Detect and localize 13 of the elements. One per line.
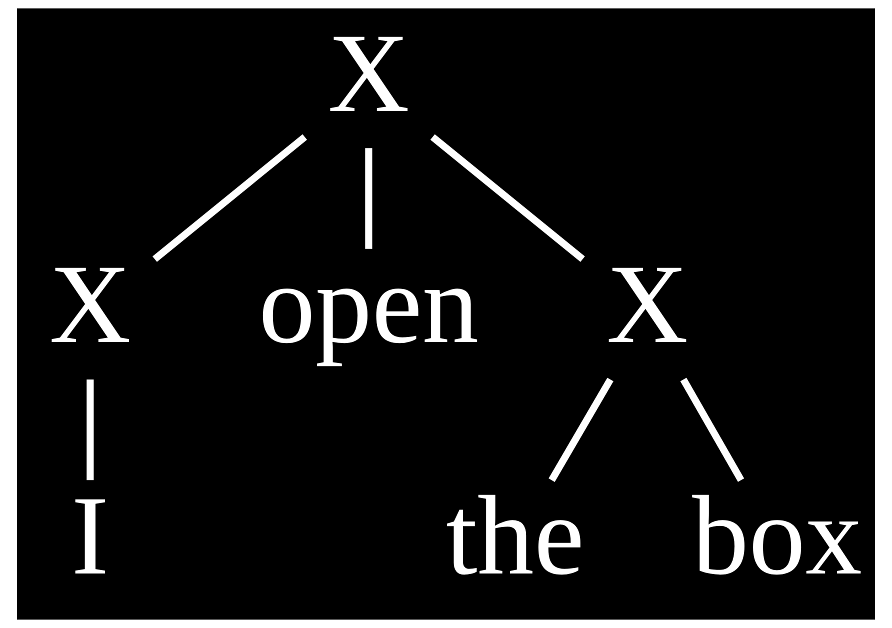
connector bbox=[365, 148, 372, 249]
node-text: X bbox=[606, 241, 688, 368]
node-text: box bbox=[692, 472, 862, 598]
node-text: the bbox=[446, 472, 584, 598]
node-text: open bbox=[258, 241, 479, 368]
connector bbox=[548, 378, 614, 482]
connector bbox=[86, 379, 94, 480]
connector bbox=[430, 134, 585, 262]
node-text: X bbox=[328, 10, 410, 136]
connector bbox=[680, 378, 744, 482]
node-text: I bbox=[71, 472, 110, 598]
connector bbox=[152, 134, 308, 262]
node-text: X bbox=[49, 241, 132, 368]
